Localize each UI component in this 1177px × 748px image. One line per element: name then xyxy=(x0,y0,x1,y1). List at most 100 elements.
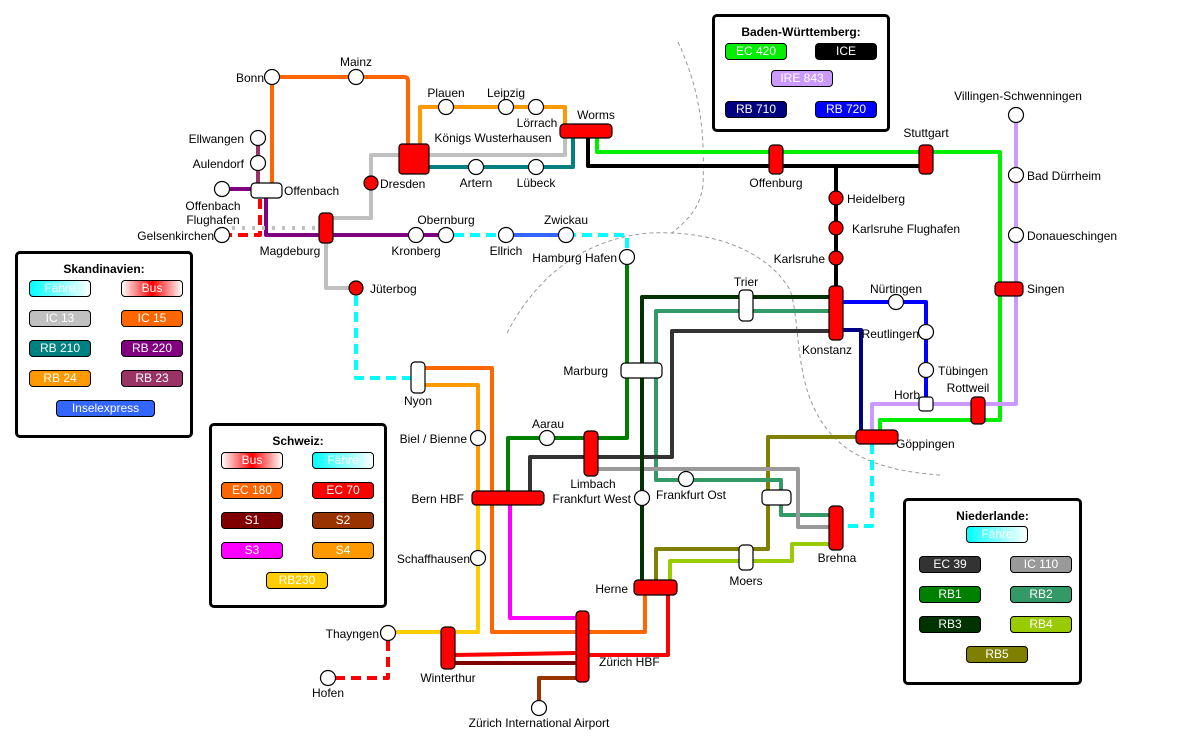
legend-chip-ic110[interactable]: IC 110 xyxy=(1010,556,1072,573)
line-bus[interactable] xyxy=(222,197,262,237)
line-ice[interactable] xyxy=(586,138,920,168)
line-rb5[interactable] xyxy=(654,435,856,582)
legend-chip-bus[interactable]: Bus xyxy=(121,280,183,297)
legend-chip-ire843[interactable]: IRE 843 xyxy=(771,70,833,87)
line-ec39[interactable] xyxy=(528,329,829,492)
line-s3[interactable] xyxy=(508,505,576,620)
legend-chip-rb220[interactable]: RB 220 xyxy=(121,340,183,357)
station-mainz[interactable] xyxy=(347,68,365,86)
station-singen[interactable] xyxy=(994,281,1024,297)
station-stuttgart[interactable] xyxy=(918,144,934,175)
station-winterthur[interactable] xyxy=(440,626,456,670)
station-goeppingen[interactable] xyxy=(855,429,899,445)
station-moers[interactable] xyxy=(738,544,754,571)
legend-chip-s1[interactable]: S1 xyxy=(221,512,283,529)
line-rb2[interactable] xyxy=(654,309,829,517)
station-ellrich[interactable] xyxy=(497,226,515,244)
legend-chip-s2[interactable]: S2 xyxy=(312,512,374,529)
station-offenbach[interactable] xyxy=(250,182,283,199)
legend-chip-ec70[interactable]: EC 70 xyxy=(312,482,374,499)
line-rb220[interactable] xyxy=(264,197,446,237)
line-s2[interactable] xyxy=(537,676,576,702)
station-limbach[interactable] xyxy=(583,430,599,477)
line-rb24[interactable] xyxy=(418,105,567,144)
station-donaueschingen[interactable] xyxy=(1007,226,1025,244)
station-magdeburg[interactable] xyxy=(318,212,334,244)
station-leipzig[interactable] xyxy=(497,98,515,116)
legend-chip-rb24[interactable]: RB 24 xyxy=(29,370,91,387)
legend-chip-rb3[interactable]: RB3 xyxy=(919,616,981,633)
station-zuerich-airport[interactable] xyxy=(530,699,548,717)
legend-chip-rb23[interactable]: RB 23 xyxy=(121,370,183,387)
line-ic110[interactable] xyxy=(598,467,829,529)
station-nuertingen[interactable] xyxy=(887,293,905,311)
line-ire843[interactable] xyxy=(870,123,1018,432)
station-offenburg[interactable] xyxy=(768,144,784,175)
station-koenigs-wusterhausen[interactable] xyxy=(398,143,430,175)
station-karlsruhe[interactable] xyxy=(828,250,844,266)
line-rb230[interactable] xyxy=(395,505,480,634)
legend-chip-rb4[interactable]: RB4 xyxy=(1010,616,1072,633)
line-faehre[interactable] xyxy=(843,444,874,528)
legend-chip-rb710[interactable]: RB 710 xyxy=(725,101,787,118)
station-gelsenkirchen[interactable] xyxy=(213,226,231,244)
legend-chip-ec39[interactable]: EC 39 xyxy=(919,556,981,573)
station-aulendorf[interactable] xyxy=(249,154,267,172)
line-faehre[interactable] xyxy=(566,233,629,257)
station-obernburg[interactable] xyxy=(437,226,455,244)
station-plauen[interactable] xyxy=(437,98,455,116)
line-ic13[interactable] xyxy=(428,138,567,157)
station-horb[interactable] xyxy=(918,396,934,412)
station-konstanz[interactable] xyxy=(828,285,844,341)
station-zwickau[interactable] xyxy=(557,226,575,244)
line-rb4[interactable] xyxy=(668,542,829,582)
station-aarau[interactable] xyxy=(538,429,556,447)
station-frankfurt-west[interactable] xyxy=(633,489,651,507)
station-jueterbog[interactable] xyxy=(348,280,364,296)
legend-chip-faehre[interactable]: Fähre xyxy=(966,526,1028,543)
station-schaffhausen[interactable] xyxy=(469,549,487,567)
station-tuebingen[interactable] xyxy=(917,361,935,379)
station-loerrach[interactable] xyxy=(527,98,545,116)
line-ic13[interactable] xyxy=(324,243,356,290)
line-ic15[interactable] xyxy=(272,75,410,150)
legend-chip-ec180[interactable]: EC 180 xyxy=(221,482,283,499)
legend-chip-s3[interactable]: S3 xyxy=(221,542,283,559)
station-bonn[interactable] xyxy=(263,68,281,86)
legend-chip-rb210[interactable]: RB 210 xyxy=(29,340,91,357)
station-interchange[interactable] xyxy=(761,489,792,506)
line-ec180[interactable] xyxy=(589,594,647,634)
station-bad-duerrheim[interactable] xyxy=(1007,166,1025,184)
station-villingen-schwenningen[interactable] xyxy=(1007,106,1025,124)
station-karlsruhe-flughafen[interactable] xyxy=(828,220,844,236)
station-ellwangen[interactable] xyxy=(249,129,267,147)
station-trier[interactable] xyxy=(738,289,754,322)
station-nyon[interactable] xyxy=(410,361,426,394)
legend-chip-rb2[interactable]: RB2 xyxy=(1010,586,1072,603)
legend-chip-rb720[interactable]: RB 720 xyxy=(815,101,877,118)
station-offenbach-flughafen[interactable] xyxy=(213,180,231,198)
station-biel-bienne[interactable] xyxy=(469,429,487,447)
station-dresden[interactable] xyxy=(363,175,379,191)
line-s4[interactable] xyxy=(425,383,480,492)
station-kronberg[interactable] xyxy=(407,226,425,244)
line-bus[interactable] xyxy=(336,641,390,680)
legend-chip-faehre[interactable]: Fähre xyxy=(312,452,374,469)
legend-chip-ice[interactable]: ICE xyxy=(815,43,877,60)
station-artern[interactable] xyxy=(467,158,485,176)
station-herne[interactable] xyxy=(633,579,678,596)
legend-chip-ec420[interactable]: EC 420 xyxy=(725,43,787,60)
line-ec70[interactable] xyxy=(589,594,670,657)
station-zuerich-hbf[interactable] xyxy=(575,610,590,683)
station-marburg[interactable] xyxy=(620,362,663,379)
station-thayngen[interactable] xyxy=(379,624,397,642)
station-reutlingen[interactable] xyxy=(917,323,935,341)
station-rottweil[interactable] xyxy=(970,396,986,425)
station-worms[interactable] xyxy=(559,123,613,139)
legend-chip-rb1[interactable]: RB1 xyxy=(919,586,981,603)
legend-chip-ic13[interactable]: IC 13 xyxy=(29,310,91,327)
legend-chip-ic15[interactable]: IC 15 xyxy=(121,310,183,327)
station-luebeck[interactable] xyxy=(527,158,545,176)
legend-chip-rb5[interactable]: RB5 xyxy=(966,646,1028,663)
legend-chip-s4[interactable]: S4 xyxy=(312,542,374,559)
